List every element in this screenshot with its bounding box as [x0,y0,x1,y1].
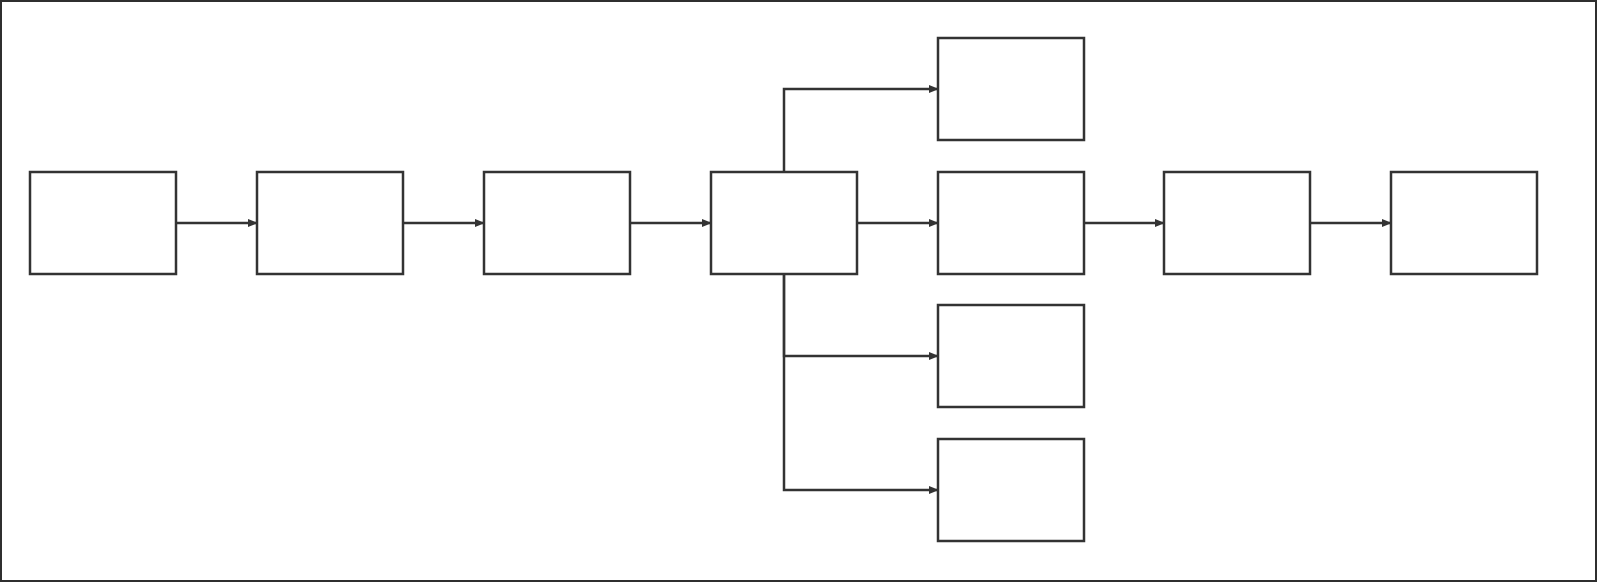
flowchart-node-1 [28,170,178,276]
flowchart-node-2 [255,170,405,276]
flowchart-node-7 [936,303,1086,409]
node-7-box [936,303,1086,409]
edges-layer [176,85,1392,494]
flowchart-node-8 [936,437,1086,543]
node-9-box [1162,170,1312,276]
node-5-box [936,36,1086,142]
flowchart-node-4 [709,170,859,276]
node-2-box [255,170,405,276]
node-8-box [936,437,1086,543]
flowchart-node-9 [1162,170,1312,276]
flowchart-node-5 [936,36,1086,142]
node-10-box [1389,170,1539,276]
nodes-layer [28,36,1539,543]
flowchart-node-10 [1389,170,1539,276]
flowchart-node-6 [936,170,1086,276]
node-4-box [709,170,859,276]
edge-arrow-node-4-to-node-8 [782,274,939,494]
flowchart-node-3 [482,170,632,276]
node-1-box [28,170,178,276]
node-6-box [936,170,1086,276]
edge-arrow-node-4-to-node-7 [782,274,939,360]
edge-arrow-node-4-to-node-5 [782,85,939,172]
node-3-box [482,170,632,276]
